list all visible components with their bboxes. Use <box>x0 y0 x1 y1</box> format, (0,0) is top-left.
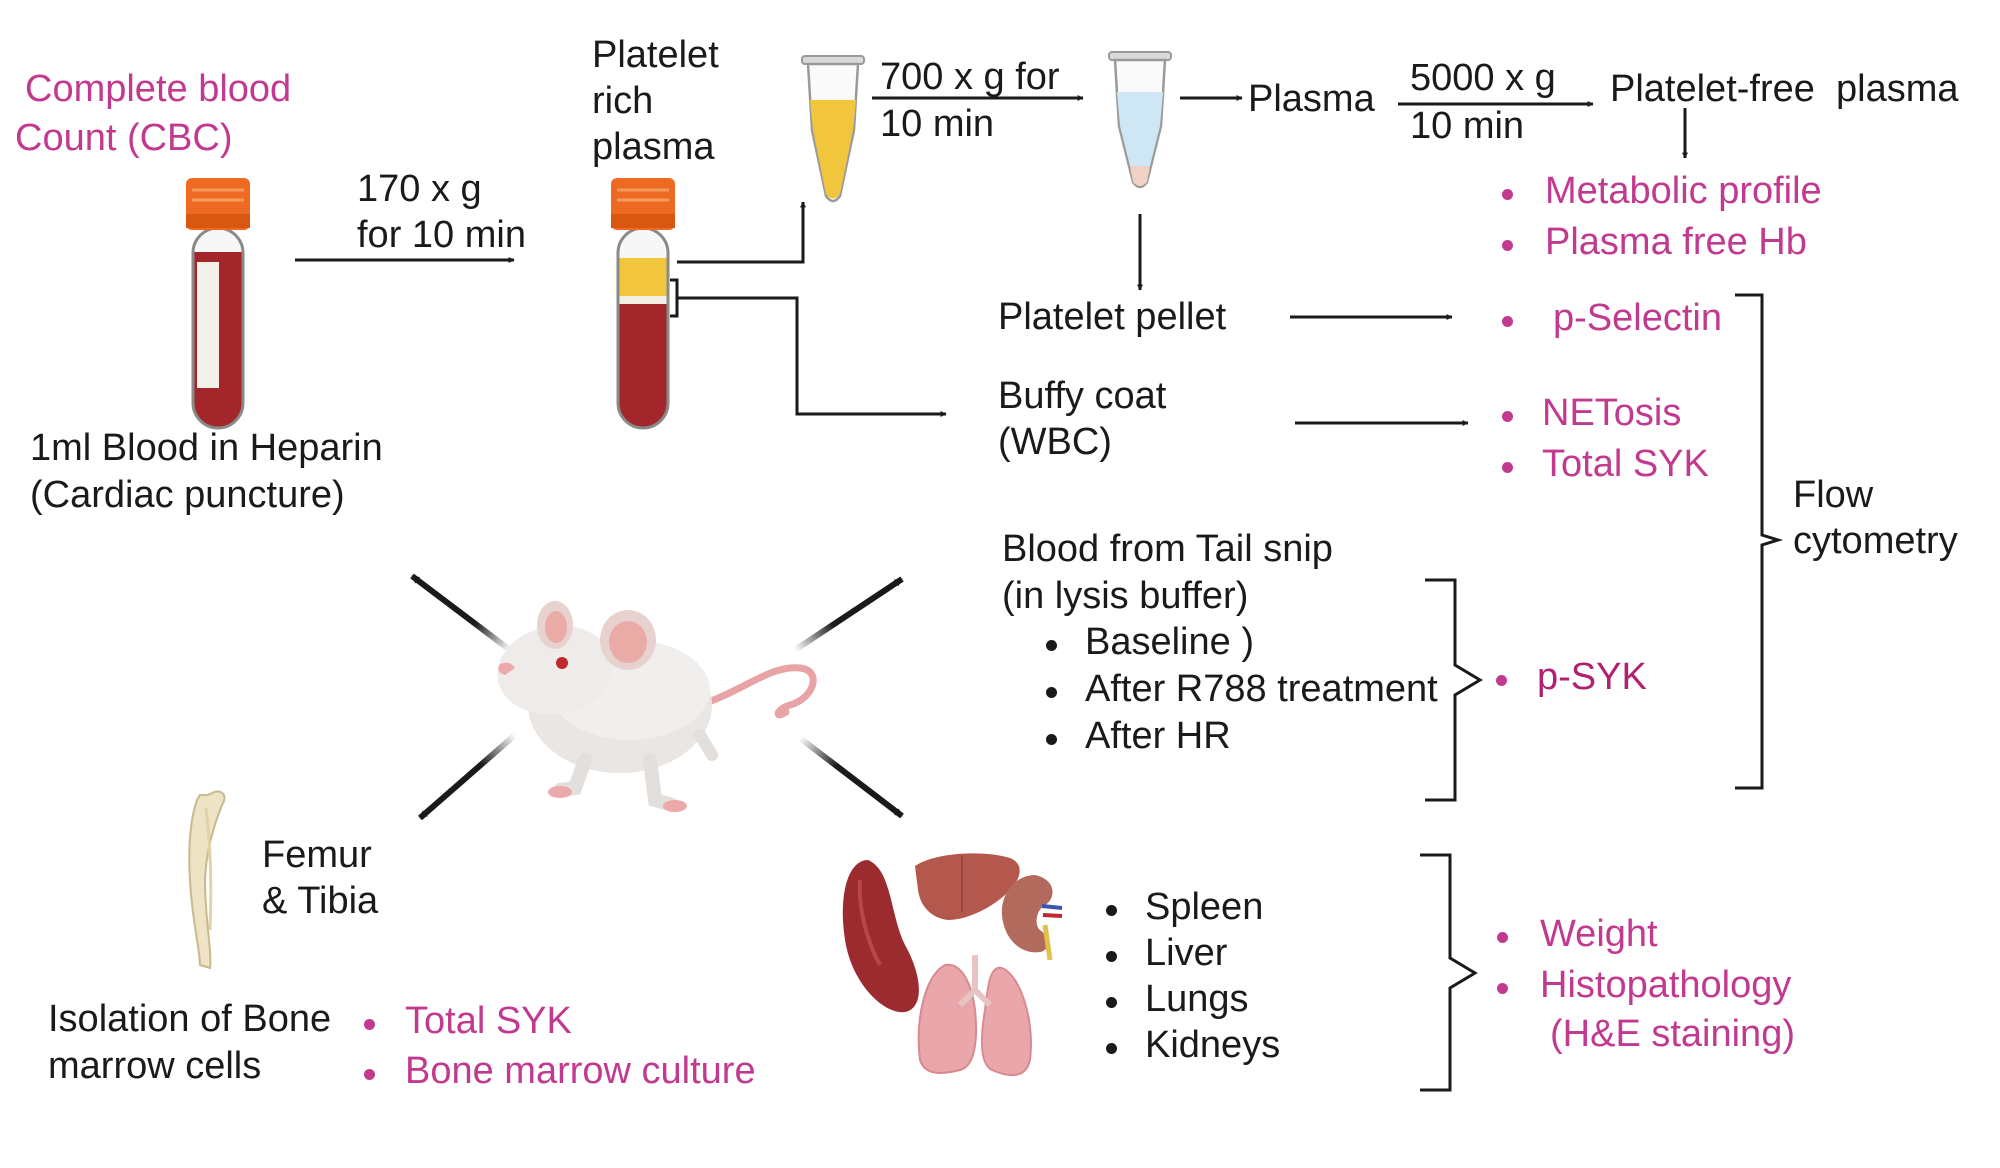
organ-bracket <box>1420 853 1478 1092</box>
buffy-line1: Buffy coat <box>998 375 1167 417</box>
tail-item-r788: After R788 treatment <box>1085 668 1438 710</box>
bullet <box>1502 316 1513 327</box>
bone-marrow-culture-label: Bone marrow culture <box>405 1050 756 1092</box>
bullet <box>364 1019 375 1030</box>
bullet <box>1502 462 1513 473</box>
bullet <box>1046 640 1057 651</box>
cbc-line1: Complete blood <box>25 68 292 110</box>
spin1-line2: for 10 min <box>357 214 526 256</box>
bullet <box>1497 983 1508 994</box>
tail-item-hr: After HR <box>1085 715 1231 757</box>
organ-kidneys: Kidneys <box>1145 1024 1281 1066</box>
bone-line2: & Tibia <box>262 880 379 922</box>
bullet <box>1502 240 1513 251</box>
tail-item-baseline: Baseline ) <box>1085 621 1254 663</box>
mouse-arrows <box>410 573 904 821</box>
pfp-label: Platelet-free plasma <box>1610 68 1959 110</box>
organ-spleen: Spleen <box>1145 886 1264 928</box>
cbc-line2: Count (CBC) <box>15 117 233 159</box>
bullet <box>1106 1043 1117 1054</box>
bullet <box>364 1069 375 1080</box>
spin2-line1: 700 x g for <box>880 56 1060 98</box>
tail-line1: Blood from Tail snip <box>1002 528 1333 570</box>
bullet <box>1106 997 1117 1008</box>
histopathology-label: Histopathology <box>1540 964 1792 1006</box>
separated-blood-tube-icon <box>611 178 675 430</box>
plasma-label: Plasma <box>1248 78 1375 120</box>
bullet <box>1106 905 1117 916</box>
flow-cytometry-bracket <box>1735 293 1784 790</box>
tail-line2: (in lysis buffer) <box>1002 575 1249 617</box>
buffy-line2: (WBC) <box>998 421 1112 463</box>
bullet <box>1497 932 1508 943</box>
marrow-line2: marrow cells <box>48 1045 262 1087</box>
pfp-output-hb: Plasma free Hb <box>1545 221 1807 263</box>
bullet <box>1046 734 1057 745</box>
pfp-output-metabolic: Metabolic profile <box>1545 170 1822 212</box>
process-arrows <box>295 95 1688 426</box>
spin3-line1: 5000 x g <box>1410 57 1556 99</box>
prp-line1: Platelet <box>592 34 719 76</box>
prp-line2: rich <box>592 80 654 122</box>
flow-line2: cytometry <box>1793 520 1958 562</box>
bullet <box>1106 951 1117 962</box>
blood-collection-line2: (Cardiac puncture) <box>30 474 345 516</box>
organ-lungs: Lungs <box>1145 978 1249 1020</box>
bullet <box>1502 411 1513 422</box>
organs-icon <box>842 853 1063 1077</box>
bullet <box>1502 189 1513 200</box>
prp-line3: plasma <box>592 126 715 168</box>
bone-icon <box>188 790 226 970</box>
spin3-line2: 10 min <box>1410 105 1525 147</box>
p-selectin-label: p-Selectin <box>1553 297 1722 339</box>
bullet <box>1496 675 1507 686</box>
marrow-total-syk-label: Total SYK <box>405 1000 572 1042</box>
netosis-label: NETosis <box>1542 392 1682 434</box>
blood-collection-line1: 1ml Blood in Heparin <box>30 427 383 469</box>
mouse-icon <box>497 601 817 812</box>
brackets <box>1420 293 1784 1092</box>
spin1-line1: 170 x g <box>357 168 482 210</box>
flow-line1: Flow <box>1793 474 1874 516</box>
spin2-line2: 10 min <box>880 103 995 145</box>
tail-bracket <box>1425 578 1483 802</box>
microtube-yellow-icon <box>801 55 865 203</box>
he-staining-label: (H&E staining) <box>1550 1013 1795 1055</box>
microtube-blue-icon <box>1108 51 1172 189</box>
blood-tube-icon <box>186 178 250 430</box>
marrow-line1: Isolation of Bone <box>48 998 332 1040</box>
buffy-total-syk-label: Total SYK <box>1542 443 1709 485</box>
weight-label: Weight <box>1540 913 1658 955</box>
p-syk-label: p-SYK <box>1537 656 1647 698</box>
bullet <box>1046 687 1057 698</box>
organ-liver: Liver <box>1145 932 1228 974</box>
bone-line1: Femur <box>262 834 372 876</box>
platelet-pellet-label: Platelet pellet <box>998 296 1227 338</box>
